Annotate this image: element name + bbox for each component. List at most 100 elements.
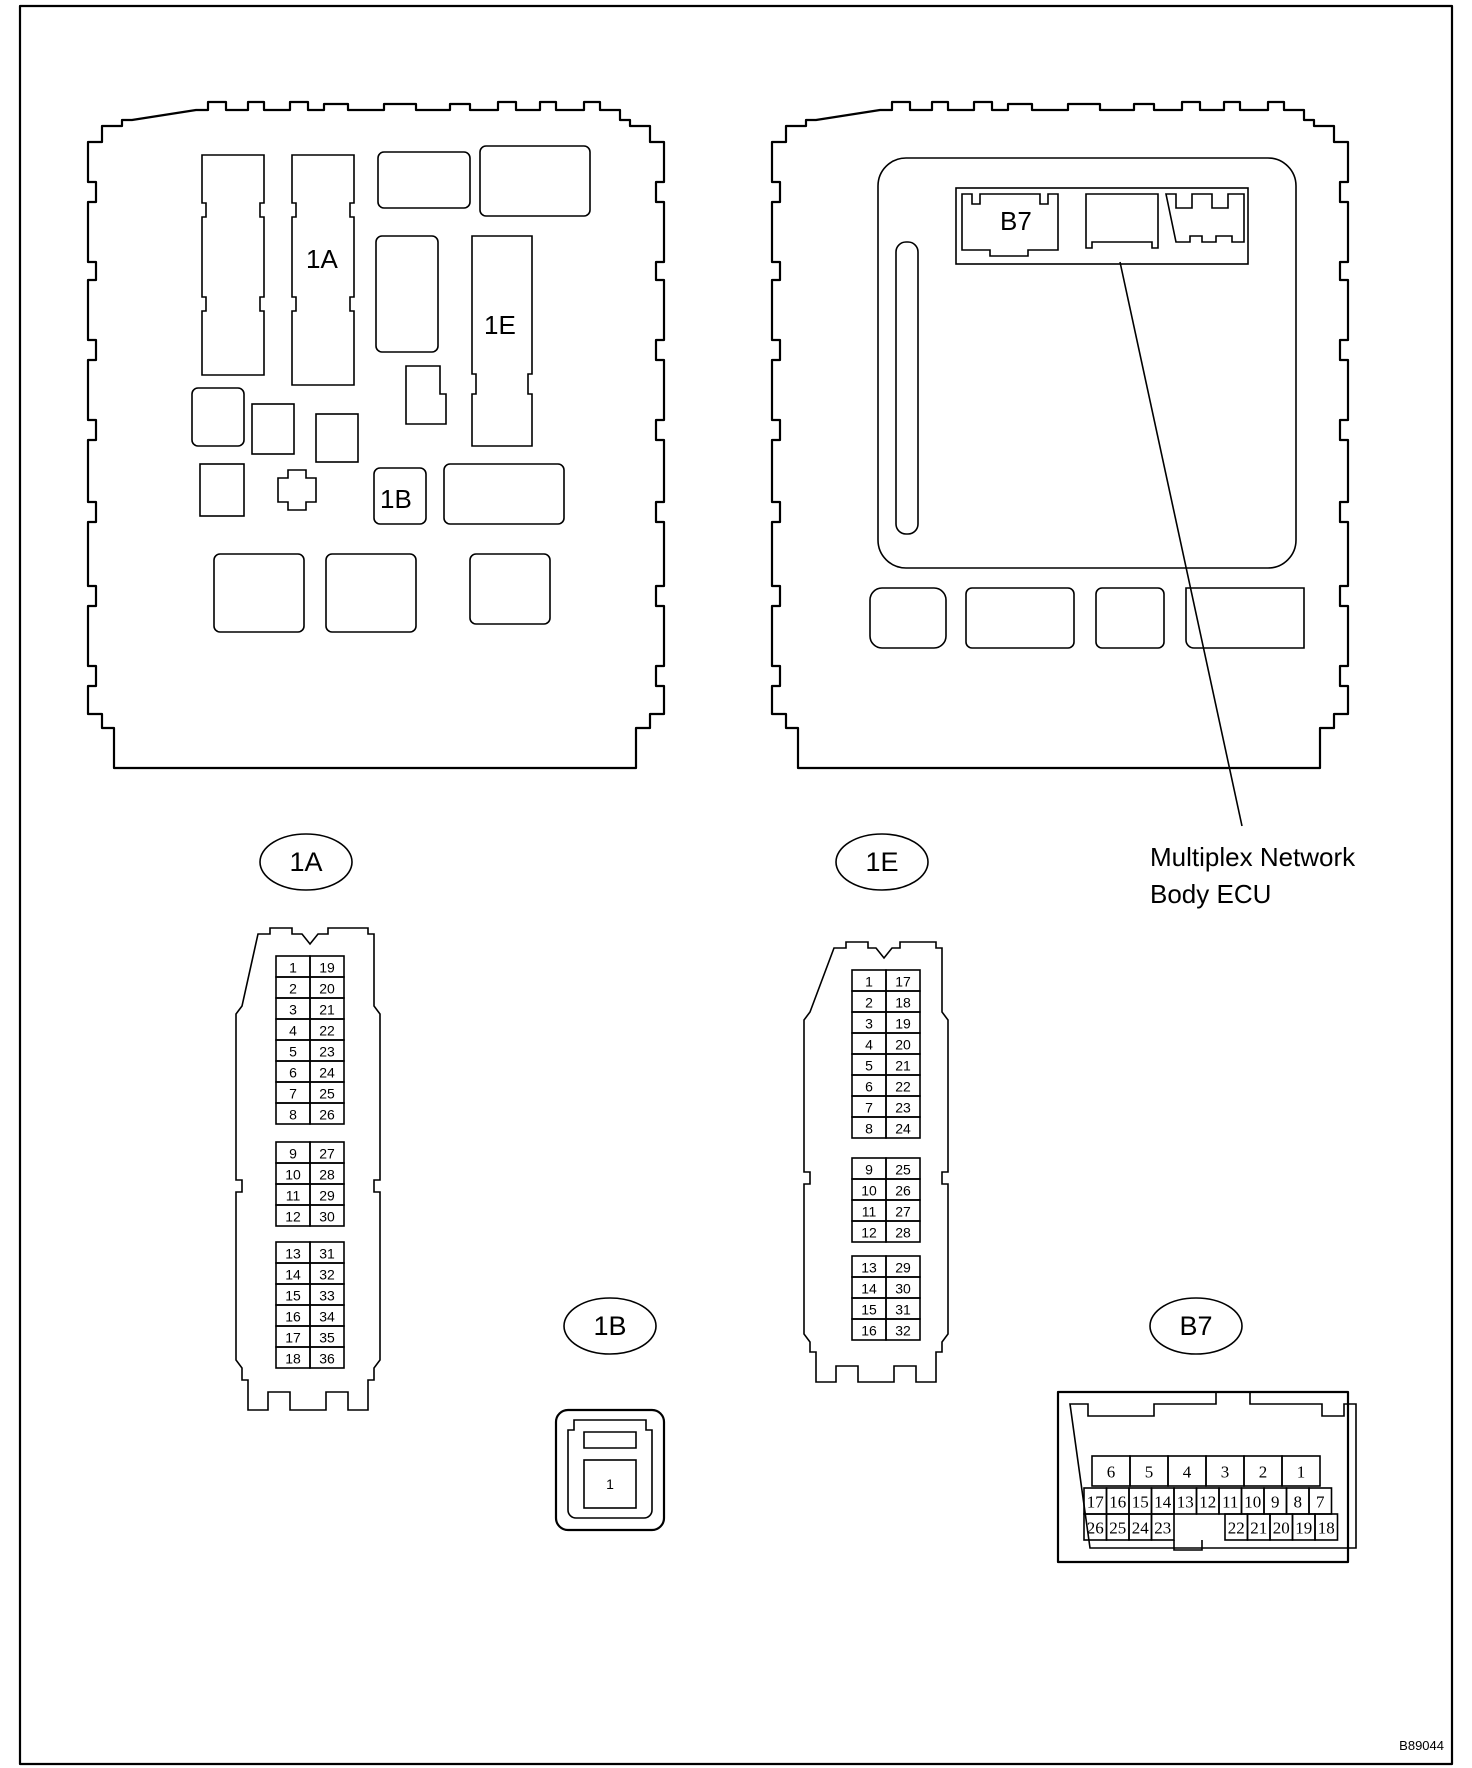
connector-b7-pin-number: 21 — [1250, 1519, 1267, 1538]
connector-b7-pin-number: 20 — [1273, 1519, 1290, 1538]
connector-b7-pin-number: 5 — [1145, 1463, 1154, 1482]
connector-1a-pin-number: 15 — [285, 1288, 301, 1304]
connector-1e-pin-number: 4 — [865, 1037, 873, 1053]
connector-1a-pin-number: 8 — [289, 1107, 297, 1123]
connector-1a-pin-number: 27 — [319, 1146, 335, 1162]
connector-1e-pin-number: 27 — [895, 1204, 911, 1220]
connector-1e-pin-number: 14 — [861, 1281, 877, 1297]
connector-1a-pin-number: 30 — [319, 1209, 335, 1225]
outer-frame — [18, 4, 1454, 1766]
connector-1e-pin-number: 29 — [895, 1260, 911, 1276]
connector-1a-pin-cell — [309, 1102, 345, 1125]
connector-1a-pin-number: 25 — [319, 1086, 335, 1102]
connector-1a-pin-number: 26 — [319, 1107, 335, 1123]
connector-1a-pin-number: 13 — [285, 1246, 301, 1262]
connector-1e-pin-number: 2 — [865, 995, 873, 1011]
connector-1a-pin-number: 22 — [319, 1023, 335, 1039]
connector-1a-pin-number: 29 — [319, 1188, 335, 1204]
connector-1e-pin-number: 20 — [895, 1037, 911, 1053]
connector-1e-pin-number: 11 — [862, 1204, 877, 1220]
connector-1e-pin-number: 7 — [865, 1100, 873, 1116]
connector-b7-pin-number: 11 — [1222, 1493, 1238, 1512]
connector-b7-pin-number: 16 — [1109, 1493, 1126, 1512]
label-b7-location: B7 — [1000, 206, 1032, 236]
connector-1a-pin-number: 16 — [285, 1309, 301, 1325]
connector-1a-pin-number: 5 — [289, 1044, 297, 1060]
connector-b7-pin-number: 6 — [1107, 1463, 1116, 1482]
connector-1a-pin-number: 10 — [285, 1167, 301, 1183]
connector-1a-pin-number: 6 — [289, 1065, 297, 1081]
connector-b7-key-notch — [1173, 1540, 1203, 1551]
connector-1e-pin-cell — [885, 1116, 921, 1139]
connector-1a-pin-number: 34 — [319, 1309, 335, 1325]
connector-b7-pin-number: 4 — [1183, 1463, 1192, 1482]
connector-1e-pin-number: 26 — [895, 1183, 911, 1199]
connector-1a-pin-number: 2 — [289, 981, 297, 997]
connector-1a-pin-number: 21 — [319, 1002, 335, 1018]
connector-1a-pin-number: 36 — [319, 1351, 335, 1367]
junction-block: 1A 1E 1B — [86, 100, 666, 770]
connector-1e-pin-number: 31 — [895, 1302, 911, 1318]
connector-1b-title: 1B — [593, 1311, 626, 1341]
connector-b7-pin-number: 1 — [1297, 1463, 1306, 1482]
connector-1e-pin-cell — [885, 1220, 921, 1243]
connector-b7-pin-number: 26 — [1087, 1519, 1104, 1538]
connector-1a-pin-cell — [309, 1204, 345, 1227]
connector-1e-pin-number: 23 — [895, 1100, 911, 1116]
connector-1e-pin-number: 6 — [865, 1079, 873, 1095]
connector-b7-title: B7 — [1179, 1311, 1212, 1341]
connector-1e-pin-number: 5 — [865, 1058, 873, 1074]
connector-1e-pin-number: 28 — [895, 1225, 911, 1241]
connector-1b-pin: 1 — [606, 1476, 614, 1492]
connector-1e-pin-number: 12 — [861, 1225, 877, 1241]
connector-1e-pin-number: 16 — [861, 1323, 877, 1339]
connector-1e-pin-number: 32 — [895, 1323, 911, 1339]
connector-b7-pin-number: 25 — [1109, 1519, 1126, 1538]
figure-code: B89044 — [1399, 1738, 1444, 1753]
connector-1a-pin-number: 7 — [289, 1086, 297, 1102]
connector-1e-pin-number: 13 — [861, 1260, 877, 1276]
connector-b7-pin-number: 14 — [1154, 1493, 1172, 1512]
connector-1a-pin-number: 11 — [286, 1188, 301, 1204]
callout-leader-line — [1119, 261, 1243, 827]
connector-b7-pin-number: 15 — [1132, 1493, 1149, 1512]
connector-1e-pin-number: 18 — [895, 995, 911, 1011]
connector-1e-pin-number: 21 — [895, 1058, 911, 1074]
connector-1e-pin-number: 17 — [895, 974, 911, 990]
connector-1e-pin-number: 22 — [895, 1079, 911, 1095]
connector-b7-pin-cell — [1281, 1455, 1321, 1487]
connector-1a-pin-number: 1 — [289, 960, 297, 976]
callout-ecu-line2: Body ECU — [1150, 879, 1271, 909]
label-1b-location: 1B — [380, 484, 412, 514]
label-1a-location: 1A — [306, 244, 338, 274]
connector-b7-pin-number: 17 — [1087, 1493, 1105, 1512]
connector-1e-pin-number: 9 — [865, 1162, 873, 1178]
connector-b7-pin-number: 10 — [1244, 1493, 1261, 1512]
connector-b7-pin-number: 2 — [1259, 1463, 1268, 1482]
connector-1a-pin-number: 12 — [285, 1209, 301, 1225]
connector-1b: 1B 1 — [554, 1297, 666, 1532]
connector-1a-pin-number: 33 — [319, 1288, 335, 1304]
connector-b7-pin-number: 18 — [1318, 1519, 1335, 1538]
connector-1a-pin-number: 18 — [285, 1351, 301, 1367]
connector-1a-title: 1A — [289, 847, 322, 877]
connector-1e-pin-number: 15 — [861, 1302, 877, 1318]
connector-1a-pin-cell — [309, 1346, 345, 1369]
connector-1a-pin-number: 3 — [289, 1002, 297, 1018]
connector-1e-pin-number: 25 — [895, 1162, 911, 1178]
connector-1e-pin-number: 19 — [895, 1016, 911, 1032]
connector-b7-pin-number: 8 — [1294, 1493, 1303, 1512]
label-1e-location: 1E — [484, 310, 516, 340]
connector-b7-pin-cell — [1314, 1513, 1339, 1541]
connector-b7-pin-number: 13 — [1177, 1493, 1194, 1512]
connector-b7-pin-number: 12 — [1199, 1493, 1216, 1512]
connector-1a-pin-number: 28 — [319, 1167, 335, 1183]
connector-1e-pin-number: 8 — [865, 1121, 873, 1137]
connector-1a-pin-number: 35 — [319, 1330, 335, 1346]
callout-ecu-line1: Multiplex Network — [1150, 842, 1356, 872]
connector-1e-pin-number: 3 — [865, 1016, 873, 1032]
connector-1e-pin-number: 1 — [865, 974, 873, 990]
connector-1a-pin-number: 32 — [319, 1267, 335, 1283]
